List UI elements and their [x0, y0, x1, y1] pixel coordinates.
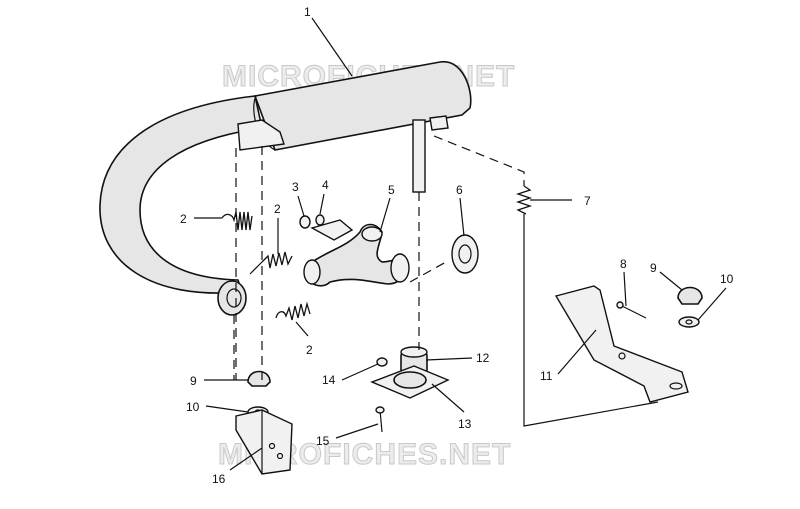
callout-8: 8 — [620, 257, 627, 271]
bolt-part-15 — [375, 406, 385, 433]
bracket-part-16 — [235, 409, 293, 475]
gasket — [451, 234, 479, 274]
leader-lines — [194, 17, 727, 471]
callout-2-middle: 2 — [274, 202, 281, 216]
callout-1: 1 — [304, 5, 311, 19]
callout-9-left: 9 — [190, 374, 197, 388]
nut-part-14 — [376, 357, 388, 367]
bolt-part-8 — [616, 301, 647, 319]
mount-plate-part-13 — [370, 365, 450, 399]
assembly-dashed-lines — [233, 135, 525, 380]
callout-13: 13 — [458, 417, 472, 431]
bracket-part-11 — [554, 285, 689, 403]
muffler-expansion-chamber — [99, 61, 472, 316]
callout-6: 6 — [456, 183, 463, 197]
spring-part-2-upper — [221, 211, 253, 231]
callout-10-right: 10 — [720, 272, 734, 286]
callout-7: 7 — [584, 194, 591, 208]
y-pipe-manifold — [303, 219, 410, 287]
callout-5: 5 — [388, 183, 395, 197]
callout-10-left: 10 — [186, 400, 200, 414]
callout-labels: 1 2 2 2 3 4 5 6 7 8 9 10 11 12 13 14 15 … — [180, 5, 734, 486]
callout-11: 11 — [540, 369, 553, 383]
callout-12: 12 — [476, 351, 490, 365]
washer-part-10-right — [678, 316, 700, 328]
spring-part-2-middle — [261, 251, 293, 269]
washer-part-4 — [315, 214, 325, 226]
callout-4: 4 — [322, 178, 329, 192]
assembly-solid-lines — [249, 214, 659, 427]
nut-part-3 — [299, 215, 311, 229]
grommet-part-9-left — [247, 370, 271, 387]
spring-part-7 — [515, 185, 533, 215]
callout-14: 14 — [322, 373, 336, 387]
callout-15: 15 — [316, 434, 330, 448]
callout-3: 3 — [292, 180, 299, 194]
callout-2-lower: 2 — [306, 343, 313, 357]
spring-part-2-lower — [275, 301, 311, 321]
callout-2-upper: 2 — [180, 212, 187, 226]
grommet-part-9-right — [677, 286, 703, 305]
callout-16: 16 — [212, 472, 226, 486]
callout-9-right: 9 — [650, 261, 657, 275]
